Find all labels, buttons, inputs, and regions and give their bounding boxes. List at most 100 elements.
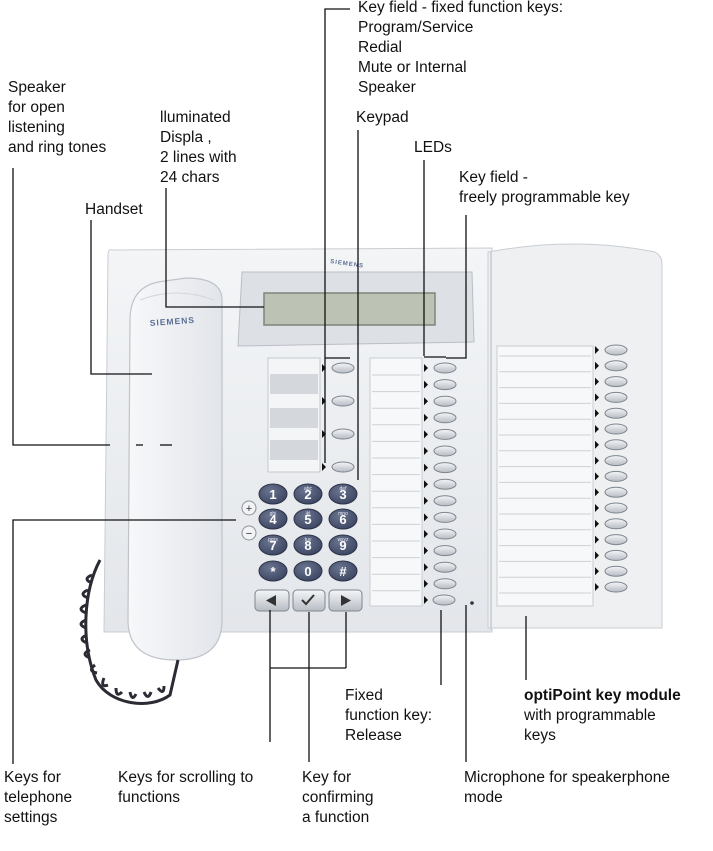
module-key[interactable] xyxy=(499,565,628,578)
module-key[interactable] xyxy=(499,407,628,420)
module-key[interactable] xyxy=(499,502,628,515)
module-key[interactable] xyxy=(499,344,628,357)
keypad-digit: 8 xyxy=(304,538,311,553)
label-key-module-title: optiPoint key module xyxy=(524,687,681,704)
module-key[interactable] xyxy=(499,423,628,436)
programmable-keys xyxy=(372,362,457,592)
triangle-left-icon xyxy=(266,595,276,606)
keypad-key[interactable]: 0 xyxy=(293,560,323,582)
led xyxy=(595,425,599,433)
led xyxy=(424,563,428,572)
fixed-key-program-service[interactable] xyxy=(322,362,355,374)
led xyxy=(424,546,428,555)
programmable-key[interactable] xyxy=(372,428,457,442)
module-key[interactable] xyxy=(499,360,628,373)
module-key[interactable] xyxy=(499,391,628,404)
keypad-key[interactable]: # xyxy=(328,560,358,582)
scroll-left-key[interactable] xyxy=(254,589,290,612)
module-key[interactable] xyxy=(499,549,628,562)
led xyxy=(424,380,428,389)
handset[interactable]: SIEMENS xyxy=(127,277,223,661)
keypad-digit: 4 xyxy=(269,512,277,527)
label-leds: LEDs xyxy=(414,139,452,156)
led xyxy=(424,579,428,588)
programmable-key[interactable] xyxy=(372,412,457,426)
led xyxy=(595,488,599,497)
label-microphone: Microphone for speakerphone mode xyxy=(464,769,670,806)
programmable-key[interactable] xyxy=(372,528,457,542)
programmable-key[interactable] xyxy=(372,462,457,476)
keypad-digit: 1 xyxy=(269,487,276,502)
led xyxy=(595,361,599,370)
programmable-key[interactable] xyxy=(372,511,457,525)
led xyxy=(424,364,428,372)
module-programmable-keys xyxy=(499,344,628,594)
scroll-right-key[interactable] xyxy=(328,589,363,612)
keypad-letters: wxyz xyxy=(337,537,349,543)
checkmark-icon xyxy=(301,594,315,606)
led xyxy=(595,583,599,591)
display-screen[interactable] xyxy=(263,292,436,326)
led xyxy=(595,377,599,386)
programmable-key[interactable] xyxy=(372,561,457,575)
programmable-key[interactable] xyxy=(372,495,457,509)
keypad-letters: pqrs xyxy=(268,537,278,543)
module-key[interactable] xyxy=(499,455,628,468)
led xyxy=(595,519,599,528)
fixed-key-speaker[interactable] xyxy=(322,461,355,473)
microphone xyxy=(470,601,474,605)
module-key[interactable] xyxy=(499,581,628,594)
programmable-key[interactable] xyxy=(372,445,457,459)
label-settings-keys: Keys for telephone settings xyxy=(4,769,73,826)
label-key-module-desc: with programmable keys xyxy=(524,707,656,744)
led xyxy=(595,346,599,354)
keypad-digit: 7 xyxy=(269,538,276,553)
led xyxy=(424,413,428,422)
programmable-key[interactable] xyxy=(372,478,457,492)
programmable-key[interactable] xyxy=(372,362,457,376)
volume-plus-key[interactable]: + xyxy=(241,500,257,516)
fixed-key-redial[interactable] xyxy=(322,395,355,407)
label-keypad: Keypad xyxy=(356,109,409,126)
keypad-key[interactable]: 1 xyxy=(258,483,288,505)
module-key[interactable] xyxy=(499,534,628,547)
display-brand-logo: SIEMENS xyxy=(330,259,365,270)
triangle-right-icon xyxy=(341,595,351,606)
fixed-key-mute-internal[interactable] xyxy=(322,428,355,440)
label-release-key: Fixed function key: Release xyxy=(345,687,433,744)
release-key[interactable] xyxy=(424,594,456,606)
handset-cord xyxy=(79,559,180,705)
programmable-key[interactable] xyxy=(372,545,457,559)
label-scrolling-keys: Keys for scrolling to functions xyxy=(118,769,254,806)
module-key[interactable] xyxy=(499,486,628,499)
keypad-digit: 3 xyxy=(339,487,346,502)
fixed-function-keys xyxy=(322,362,355,473)
programmable-key[interactable] xyxy=(372,578,457,592)
module-key[interactable] xyxy=(499,376,628,389)
keypad-letters: abc xyxy=(304,486,313,492)
label-fixed-function-keys: Key field - fixed function keys: Program… xyxy=(358,0,564,96)
led xyxy=(595,504,599,512)
programmable-key[interactable] xyxy=(372,395,457,409)
module-key[interactable] xyxy=(499,518,628,531)
keypad-letters: ghi xyxy=(270,511,277,517)
module-label-strip xyxy=(496,345,594,607)
module-key[interactable] xyxy=(499,439,628,452)
keypad-digit: 5 xyxy=(304,512,311,527)
volume-minus-key[interactable]: − xyxy=(241,525,257,541)
confirm-key[interactable] xyxy=(292,589,326,612)
keypad-letters: jkl xyxy=(305,511,311,517)
keypad-letters: def xyxy=(340,486,348,492)
programmable-key[interactable] xyxy=(372,379,457,393)
module-key[interactable] xyxy=(499,470,628,483)
led xyxy=(424,480,428,489)
keypad-key[interactable]: * xyxy=(258,560,288,582)
